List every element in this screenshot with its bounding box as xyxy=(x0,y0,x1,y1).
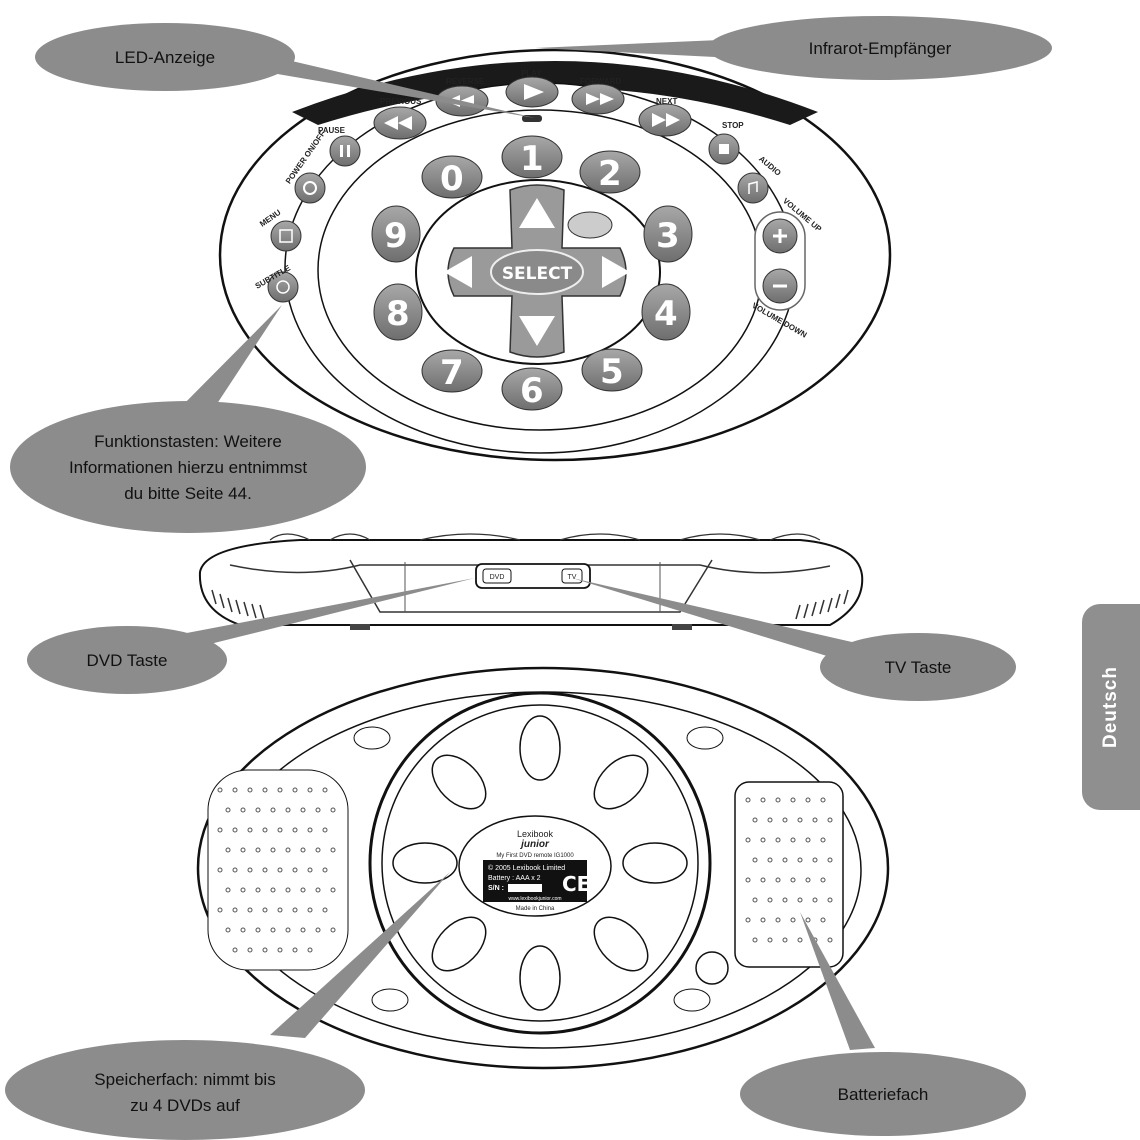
logo-badge xyxy=(567,211,613,239)
svg-text:DVD: DVD xyxy=(490,574,505,581)
digit-button-7[interactable]: 7 xyxy=(421,349,483,393)
svg-text:3: 3 xyxy=(656,216,680,256)
digit-button-8[interactable]: 8 xyxy=(373,283,423,341)
grille-dots xyxy=(217,787,833,953)
svg-text:TV: TV xyxy=(568,574,577,581)
svg-text:Speicherfach: nimmt bis: Speicherfach: nimmt bis xyxy=(94,1070,275,1089)
svg-text:Funktionstasten: Weitere: Funktionstasten: Weitere xyxy=(94,432,282,451)
subtitle-button[interactable] xyxy=(267,271,299,303)
right-arrow-icon[interactable] xyxy=(602,256,630,288)
subtitle-icon xyxy=(276,280,290,294)
menu-button[interactable] xyxy=(270,220,302,252)
forward-icon xyxy=(586,93,614,105)
previous-icon xyxy=(384,116,412,130)
digit-button-0[interactable]: 0 xyxy=(421,155,483,199)
digit-button-9[interactable]: 9 xyxy=(371,205,421,263)
pause-icon xyxy=(340,145,350,157)
led-indicator xyxy=(522,115,542,122)
stop-label: STOP xyxy=(722,121,744,130)
plus-icon xyxy=(773,229,787,243)
callout-ir-receiver: Infrarot-Empfänger xyxy=(708,16,1052,80)
callout-battery: Batteriefach xyxy=(740,1052,1026,1136)
svg-text:2: 2 xyxy=(598,154,622,194)
svg-text:9: 9 xyxy=(384,216,408,256)
audio-button[interactable] xyxy=(737,172,769,204)
svg-text:TV Taste: TV Taste xyxy=(885,658,952,677)
menu-icon xyxy=(279,229,293,243)
play-icon xyxy=(524,84,544,100)
audio-icon xyxy=(748,181,758,194)
battery-compartment[interactable] xyxy=(734,781,844,968)
svg-text:8: 8 xyxy=(386,294,410,334)
wheel-finger-slots xyxy=(392,715,688,1011)
digit-button-6[interactable]: 6 xyxy=(501,367,563,411)
speaker-button xyxy=(695,951,729,985)
ce-mark: CE xyxy=(562,872,590,896)
svg-text:© 2005 Lexibook Limited: © 2005 Lexibook Limited xyxy=(488,864,565,872)
svg-text:junior: junior xyxy=(519,839,550,850)
svg-text:du bitte Seite 44.: du bitte Seite 44. xyxy=(124,484,252,503)
number-buttons: 0 1 2 3 4 5 6 xyxy=(371,135,693,411)
remote-bottom-view: Lexibook junior My First DVD remote IG10… xyxy=(196,666,890,1070)
svg-text:1: 1 xyxy=(520,139,544,179)
dvd-button[interactable] xyxy=(482,568,512,584)
svg-text:5: 5 xyxy=(600,352,624,392)
ir-receiver-band xyxy=(292,61,818,125)
callout-led: LED-Anzeige xyxy=(35,23,295,91)
power-icon xyxy=(303,181,317,195)
digit-button-1[interactable]: 1 xyxy=(501,135,563,179)
svg-text:Lexibook: Lexibook xyxy=(517,829,554,839)
reverse-label: REVERSE xyxy=(446,77,485,86)
callout-dvd-key: DVD Taste xyxy=(27,626,227,694)
transport-buttons: PREVIOUS REVERSE PLAY FORWARD NEXT xyxy=(373,69,692,140)
pause-label: PAUSE xyxy=(318,126,346,135)
left-arrow-icon[interactable] xyxy=(444,256,472,288)
play-label: PLAY xyxy=(521,69,542,78)
svg-text:7: 7 xyxy=(440,353,464,393)
callout-tv-key: TV Taste xyxy=(820,633,1016,701)
svg-text:6: 6 xyxy=(520,371,544,411)
svg-text:LED-Anzeige: LED-Anzeige xyxy=(115,48,215,67)
power-button[interactable] xyxy=(294,172,326,204)
language-tab-label: Deutsch xyxy=(1100,666,1121,748)
select-button[interactable] xyxy=(490,249,584,295)
next-label: NEXT xyxy=(656,97,677,106)
svg-text:www.lexibookjunior.com: www.lexibookjunior.com xyxy=(508,896,561,902)
previous-label: PREVIOUS xyxy=(380,97,422,106)
remote-top-view: PREVIOUS REVERSE PLAY FORWARD NEXT PAUSE… xyxy=(218,48,892,462)
svg-text:S/N :: S/N : xyxy=(488,885,504,892)
down-arrow-icon[interactable] xyxy=(519,316,555,346)
next-icon xyxy=(652,113,680,127)
digit-button-4[interactable]: 4 xyxy=(641,283,691,341)
svg-text:My First DVD remote IG1000: My First DVD remote IG1000 xyxy=(496,853,574,859)
forward-label: FORWARD xyxy=(580,77,621,86)
svg-text:4: 4 xyxy=(654,294,678,334)
svg-text:Made in China: Made in China xyxy=(516,906,555,912)
svg-text:Battery : AAA x 2: Battery : AAA x 2 xyxy=(488,875,541,882)
callout-pointers xyxy=(150,40,875,1050)
callout-function-keys: Funktionstasten: Weitere Informationen h… xyxy=(10,401,366,533)
digit-button-5[interactable]: 5 xyxy=(581,348,643,392)
svg-text:Informationen hierzu entnimmst: Informationen hierzu entnimmst xyxy=(69,458,307,477)
svg-text:0: 0 xyxy=(440,159,464,199)
svg-text:Infrarot-Empfänger: Infrarot-Empfänger xyxy=(809,39,952,58)
callout-storage: Speicherfach: nimmt bis zu 4 DVDs auf xyxy=(5,1040,365,1140)
svg-text:DVD Taste: DVD Taste xyxy=(87,651,168,670)
direction-pad: SELECT xyxy=(444,184,630,358)
language-tab: Deutsch xyxy=(1082,604,1140,810)
svg-text:Batteriefach: Batteriefach xyxy=(838,1085,929,1104)
svg-text:zu 4 DVDs auf: zu 4 DVDs auf xyxy=(130,1096,240,1115)
pause-button[interactable] xyxy=(329,135,361,167)
digit-button-3[interactable]: 3 xyxy=(643,205,693,263)
digit-button-2[interactable]: 2 xyxy=(579,150,641,194)
select-label: SELECT xyxy=(502,264,573,284)
up-arrow-icon[interactable] xyxy=(519,198,555,228)
stop-icon xyxy=(719,144,729,154)
